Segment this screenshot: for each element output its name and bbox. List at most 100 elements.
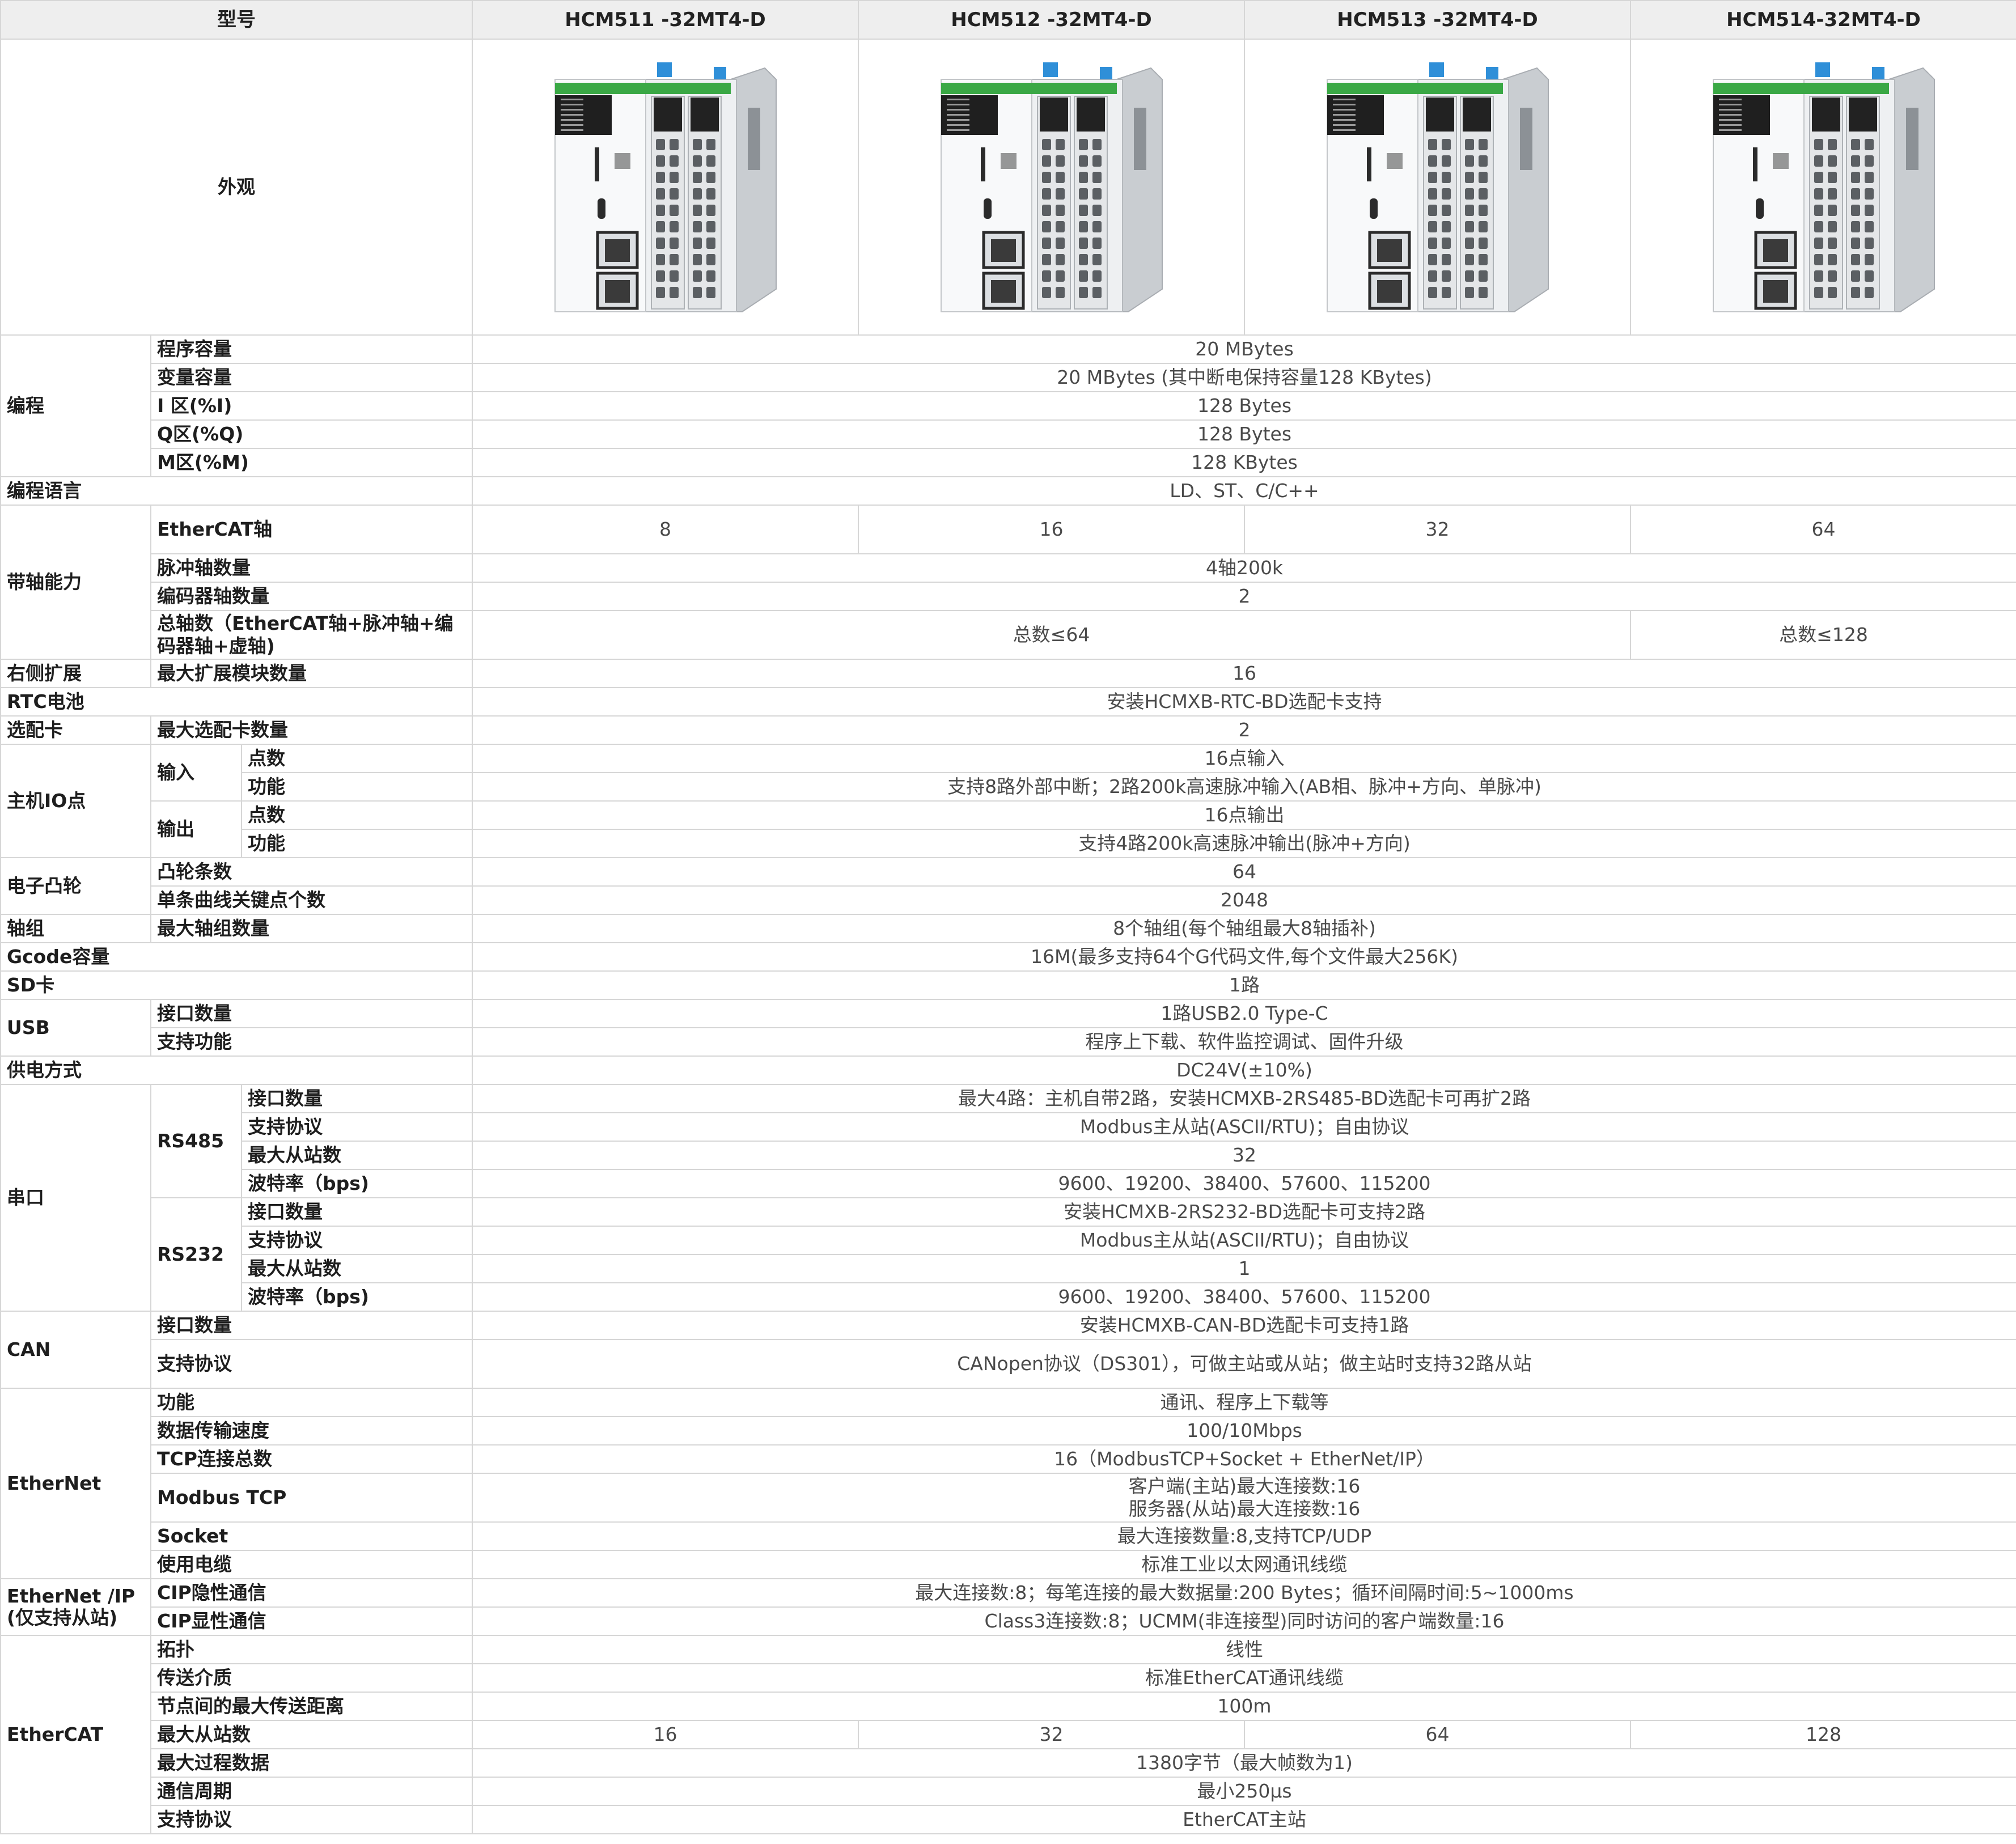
row-label: Modbus TCP xyxy=(150,1473,473,1523)
row-label: Q区(%Q) xyxy=(150,419,473,449)
plc-module-photo-icon xyxy=(1251,45,1624,329)
row-label: 最大扩展模块数量 xyxy=(150,659,473,688)
row-label: TCP连接总数 xyxy=(150,1444,473,1474)
row-value: 总数≤64 xyxy=(472,610,1631,660)
product-image-cell xyxy=(1630,39,2016,336)
row-value: 支持4路200k高速脉冲输出(脉冲+方向) xyxy=(472,829,2016,858)
row-value: 1380字节（最大帧数为1) xyxy=(472,1748,2016,1778)
row-label: 拓扑 xyxy=(150,1635,473,1664)
ethercat-axis-label: EtherCAT轴 xyxy=(150,505,473,554)
row-value: 128 Bytes xyxy=(472,419,2016,449)
row-label: 点数 xyxy=(241,800,473,830)
row-label: 接口数量 xyxy=(241,1197,473,1227)
model-name: HCM511 -32MT4-D xyxy=(472,0,859,40)
programming-label: 编程 xyxy=(0,334,151,477)
row-label: 凸轮条数 xyxy=(150,857,473,887)
row-value: Modbus主从站(ASCII/RTU)；自由协议 xyxy=(472,1112,2016,1142)
table-row: CIP显性通信 Class3连接数:8；UCMM(非连接型)同时访问的客户端数量… xyxy=(1,1606,2016,1636)
product-image-cell xyxy=(858,39,1245,336)
rtc-label: RTC电池 xyxy=(0,687,473,717)
row-value: 128 Bytes xyxy=(472,391,2016,421)
rs485-label: RS485 xyxy=(150,1084,242,1198)
ethercat-label: EtherCAT xyxy=(0,1635,151,1834)
table-row: 总轴数（EtherCAT轴+脉冲轴+编码器轴+虚轴) 总数≤64 总数≤128 xyxy=(1,610,2016,660)
row-value: 安装HCMXB-2RS232-BD选配卡可支持2路 xyxy=(472,1197,2016,1227)
sd-value: 1路 xyxy=(472,970,2016,1000)
table-row: Q区(%Q) 128 Bytes xyxy=(1,419,2016,449)
row-label: 接口数量 xyxy=(150,1311,473,1340)
row-value: 程序上下载、软件监控调试、固件升级 xyxy=(472,1027,2016,1057)
ethernet-ip-title: EtherNet /IP xyxy=(7,1585,135,1608)
table-row: 数据传输速度 100/10Mbps xyxy=(1,1416,2016,1445)
row-label: CIP隐性通信 xyxy=(150,1578,473,1608)
table-row: 波特率（bps) 9600、19200、38400、57600、115200 xyxy=(1,1282,2016,1312)
row-value: 最大连接数量:8,支持TCP/UDP xyxy=(472,1521,2016,1551)
table-row: 最大从站数 1 xyxy=(1,1254,2016,1283)
table-row: 输出 点数 16点输出 xyxy=(1,800,2016,858)
table-row: 支持协议 Modbus主从站(ASCII/RTU)；自由协议 xyxy=(1,1112,2016,1142)
row-label: 支持协议 xyxy=(241,1112,473,1142)
ethercat-axis-value: 16 xyxy=(858,505,1245,554)
table-row: RTC电池 安装HCMXB-RTC-BD选配卡支持 xyxy=(0,687,2016,717)
gcode-value: 16M(最多支持64个G代码文件,每个文件最大256K) xyxy=(472,942,2016,972)
product-image-cell xyxy=(472,39,859,336)
power-value: DC24V(±10%) xyxy=(472,1055,2016,1085)
axis-label: 带轴能力 xyxy=(0,505,151,660)
ethernet-ip-label: EtherNet /IP (仅支持从站) xyxy=(0,1578,151,1636)
row-value: 线性 xyxy=(472,1635,2016,1664)
table-row: 编程 程序容量 20 MBytes xyxy=(0,334,2016,477)
row-label: 节点间的最大传送距离 xyxy=(150,1692,473,1721)
cam-label: 电子凸轮 xyxy=(0,857,151,915)
table-row: 节点间的最大传送距离 100m xyxy=(1,1692,2016,1721)
row-value: 9600、19200、38400、57600、115200 xyxy=(472,1282,2016,1312)
row-value: CANopen协议（DS301），可做主站或从站；做主站时支持32路从站 xyxy=(472,1339,2016,1389)
table-row: 编码器轴数量 2 xyxy=(1,582,2016,611)
row-label: 单条曲线关键点个数 xyxy=(150,885,473,915)
row-value: 最小250μs xyxy=(472,1777,2016,1806)
table-row: 支持协议 CANopen协议（DS301），可做主站或从站；做主站时支持32路从… xyxy=(1,1339,2016,1389)
row-value: 128 KBytes xyxy=(472,448,2016,477)
row-value: 8个轴组(每个轴组最大8轴插补) xyxy=(472,914,2016,943)
row-value: Modbus主从站(ASCII/RTU)；自由协议 xyxy=(472,1226,2016,1255)
table-row: 功能 支持4路200k高速脉冲输出(脉冲+方向) xyxy=(1,829,2016,858)
row-label: 程序容量 xyxy=(150,334,473,364)
table-row: 最大从站数 32 xyxy=(1,1141,2016,1170)
io-output-label: 输出 xyxy=(150,800,242,858)
row-value: 64 xyxy=(472,857,2016,887)
table-row: 右侧扩展 最大扩展模块数量 16 xyxy=(0,659,2016,688)
row-value: 标准EtherCAT通讯线缆 xyxy=(472,1663,2016,1693)
table-row: 电子凸轮 凸轮条数 64 xyxy=(0,857,2016,915)
row-value: 标准工业以太网通讯线缆 xyxy=(472,1550,2016,1579)
row-value: 16点输出 xyxy=(472,800,2016,830)
row-label: 功能 xyxy=(241,829,473,858)
table-row: 通信周期 最小250μs xyxy=(1,1777,2016,1806)
row-label: 最大轴组数量 xyxy=(150,914,473,943)
row-label: 数据传输速度 xyxy=(150,1416,473,1445)
ethercat-axis-value: 32 xyxy=(1244,505,1631,554)
table-row: 波特率（bps) 9600、19200、38400、57600、115200 xyxy=(1,1169,2016,1198)
row-value: 通讯、程序上下载等 xyxy=(472,1388,2016,1417)
expansion-label: 右侧扩展 xyxy=(0,659,151,688)
row-label: 支持协议 xyxy=(241,1226,473,1255)
table-row: 选配卡 最大选配卡数量 2 xyxy=(0,715,2016,745)
table-row: 最大从站数 16 32 64 128 xyxy=(1,1720,2016,1749)
table-row: 主机IO点 输入 点数 16点输入 xyxy=(0,744,2016,858)
row-value: 16点输入 xyxy=(472,744,2016,773)
row-label: 支持协议 xyxy=(150,1339,473,1389)
table-row: 功能 支持8路外部中断；2路200k高速脉冲输入(AB相、脉冲+方向、单脉冲) xyxy=(1,772,2016,802)
row-label: 支持功能 xyxy=(150,1027,473,1057)
row-label: 传送介质 xyxy=(150,1663,473,1693)
sd-label: SD卡 xyxy=(0,970,473,1000)
table-row: EtherNet 功能 通讯、程序上下载等 xyxy=(0,1388,2016,1579)
modbus-server-value: 服务器(从站)最大连接数:16 xyxy=(1128,1498,1361,1520)
model-name: HCM514-32MT4-D xyxy=(1630,0,2016,40)
ethercat-slaves-value: 64 xyxy=(1244,1720,1631,1749)
language-label: 编程语言 xyxy=(0,476,473,506)
table-row: Gcode容量 16M(最多支持64个G代码文件,每个文件最大256K) xyxy=(0,942,2016,972)
row-value: 16（ModbusTCP+Socket + EtherNet/IP） xyxy=(472,1444,2016,1474)
row-label: 编码器轴数量 xyxy=(150,582,473,611)
row-value: 最大连接数:8；每笔连接的最大数据量:200 Bytes；循环间隔时间:5~10… xyxy=(472,1578,2016,1608)
modbus-client-value: 客户端(主站)最大连接数:16 xyxy=(1128,1475,1361,1498)
row-value: EtherCAT主站 xyxy=(472,1805,2016,1834)
row-value: 100/10Mbps xyxy=(472,1416,2016,1445)
